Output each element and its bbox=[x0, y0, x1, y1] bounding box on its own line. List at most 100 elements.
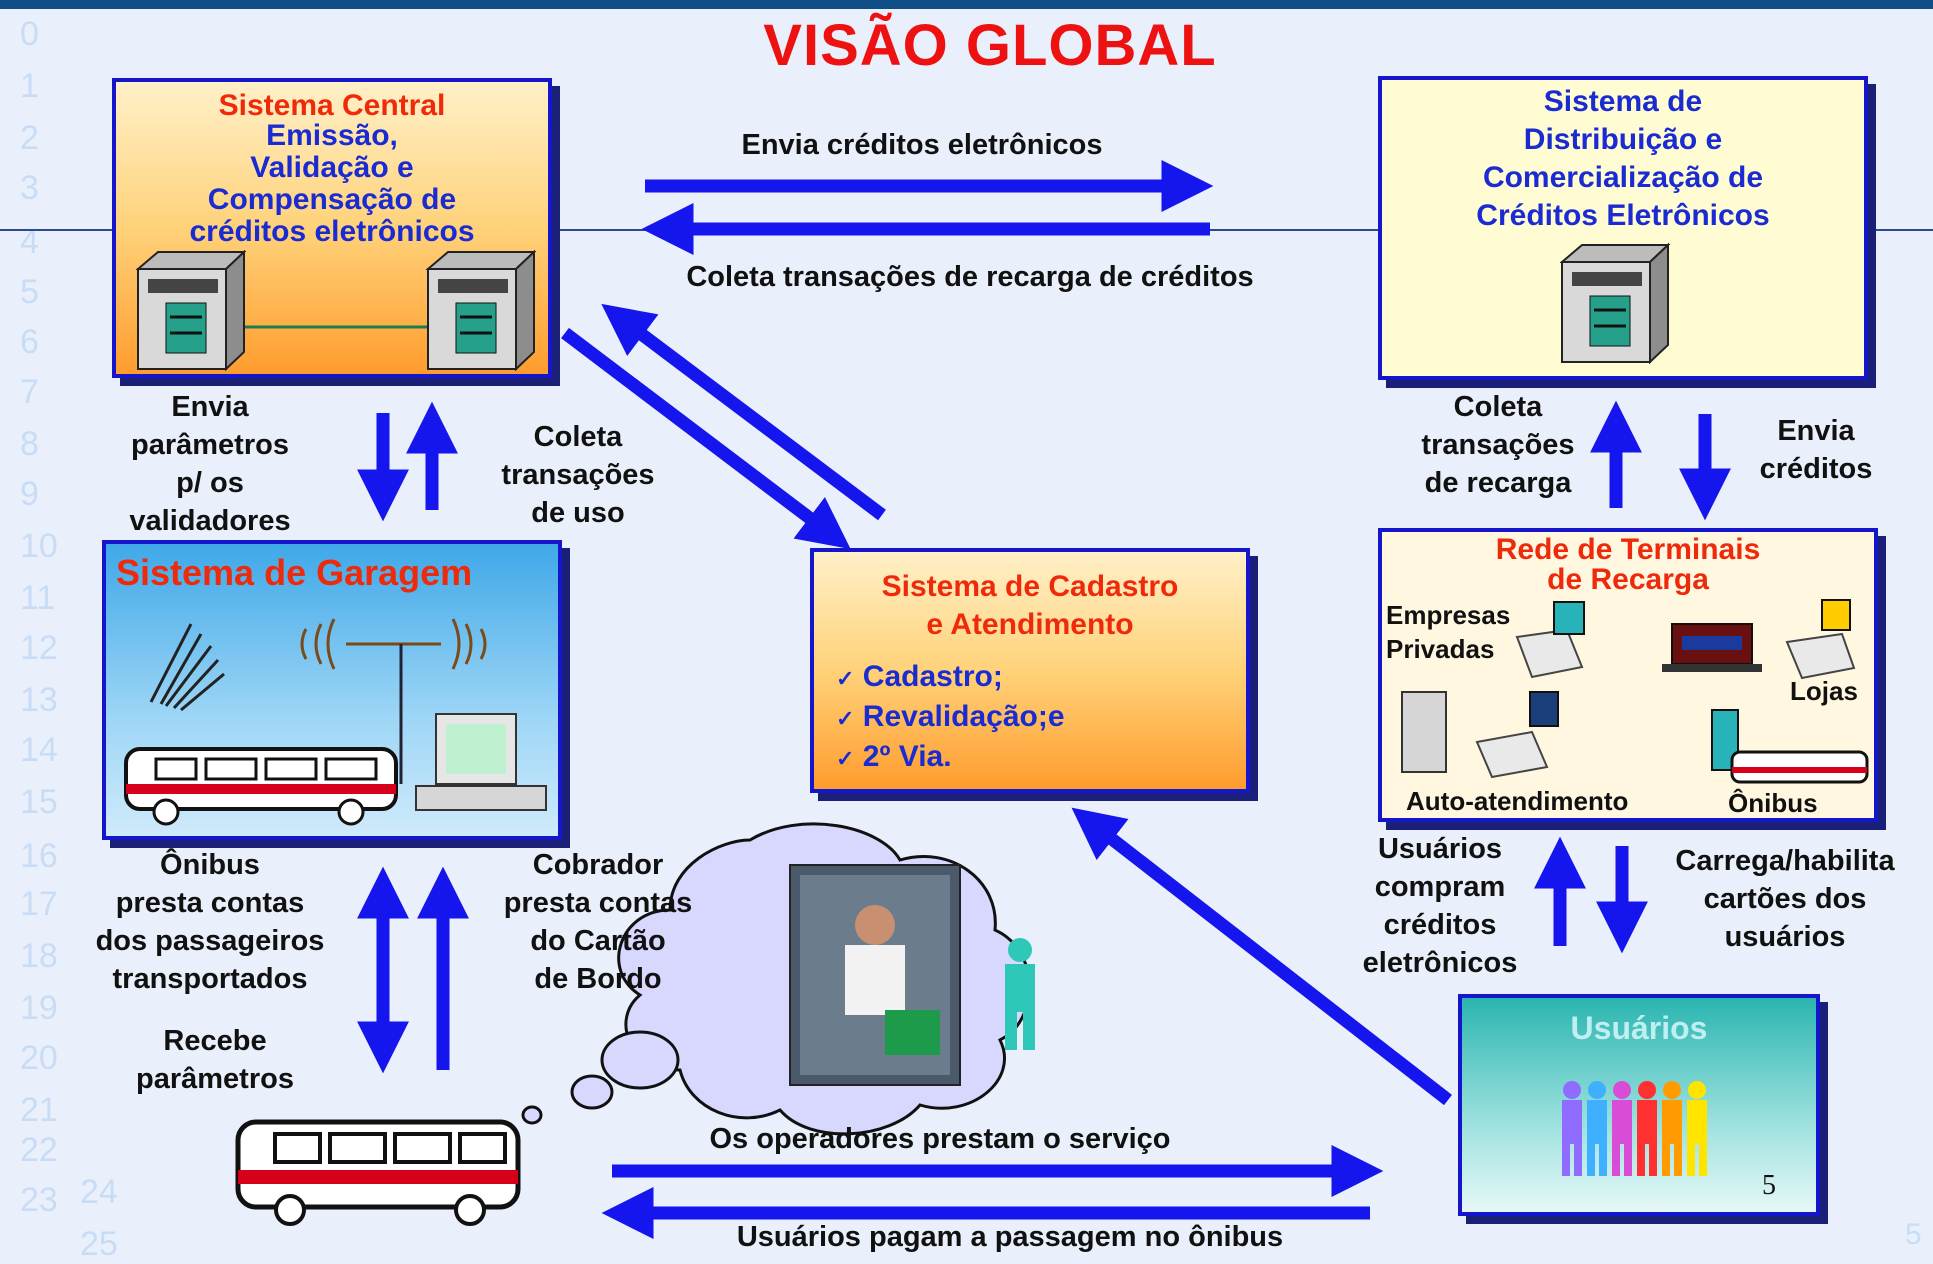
check-icon: ✓ bbox=[836, 706, 855, 731]
line-number: 22 bbox=[20, 1131, 58, 1169]
person-icon bbox=[1005, 938, 1035, 1050]
ticket-machine-icon bbox=[1662, 623, 1762, 672]
check-icon: ✓ bbox=[836, 666, 855, 691]
cadastro-checklist: ✓ Cadastro; ✓ Revalidação;e ✓ 2º Via. bbox=[836, 658, 1065, 778]
line-number: 8 bbox=[20, 425, 39, 463]
garage-system-box: Sistema de Garagem bbox=[102, 540, 562, 840]
line-number: 12 bbox=[20, 629, 58, 667]
label-usuarios-compram: Usuários compram créditos eletrônicos bbox=[1362, 833, 1518, 979]
label-usuarios-pagam: Usuários pagam a passagem no ônibus bbox=[736, 1221, 1284, 1253]
terminals-illustration bbox=[1401, 599, 1869, 784]
label-empresas: Empresas bbox=[1386, 600, 1511, 630]
label-operadores-prestam: Os operadores prestam o serviço bbox=[709, 1123, 1171, 1155]
person-icon bbox=[1662, 1081, 1682, 1176]
line-number: 2 bbox=[20, 119, 39, 157]
label-coleta-uso: Coleta transações de uso bbox=[501, 421, 655, 529]
line-number: 6 bbox=[20, 323, 39, 361]
label-carrega-habilita: Carrega/habilita cartões dos usuários bbox=[1675, 845, 1895, 953]
garage-title: Sistema de Garagem bbox=[116, 552, 473, 593]
card-terminal-icon bbox=[1475, 691, 1559, 779]
label-coleta-recarga-creditos: Coleta transações de recarga de créditos bbox=[686, 261, 1254, 293]
line-number: 11 bbox=[20, 579, 56, 617]
server-icon bbox=[136, 249, 247, 372]
label-cobrador-presta: Cobrador presta contas do Cartão de Bord… bbox=[503, 849, 693, 995]
cadastro-system-box: Sistema de Cadastro e Atendimento ✓ Cada… bbox=[810, 548, 1250, 793]
cadastro-title-line-1: Sistema de Cadastro bbox=[881, 570, 1179, 603]
bus-icon bbox=[1730, 750, 1869, 784]
line-number: 20 bbox=[20, 1039, 58, 1077]
label-auto-atendimento: Auto-atendimento bbox=[1406, 786, 1629, 816]
central-title-line-4: créditos eletrônicos bbox=[189, 215, 475, 248]
arrow-users-to-cadastro bbox=[1071, 807, 1452, 1106]
line-number: 0 bbox=[20, 15, 39, 53]
line-number: 15 bbox=[20, 783, 58, 821]
central-title-line-3: Compensação de bbox=[207, 183, 457, 216]
line-number: 4 bbox=[20, 223, 39, 261]
label-lojas: Lojas bbox=[1790, 676, 1858, 706]
central-title-line-1: Emissão, bbox=[266, 119, 398, 152]
users-box: Usuários 5 bbox=[1458, 994, 1820, 1216]
computer-tower-icon bbox=[1401, 691, 1447, 773]
signal-cone-icon bbox=[149, 623, 225, 712]
line-number: 19 bbox=[20, 989, 58, 1027]
central-title-line-2: Validação e bbox=[250, 151, 414, 184]
distribution-title-line-3: Comercialização de bbox=[1482, 161, 1764, 194]
people-group-icon bbox=[1562, 1081, 1707, 1176]
check-icon: ✓ bbox=[836, 746, 855, 771]
label-recebe-parametros: Recebe parâmetros bbox=[136, 1025, 294, 1095]
corner-page-number: 5 bbox=[1905, 1218, 1922, 1251]
line-number: 5 bbox=[20, 273, 39, 311]
person-icon bbox=[1562, 1081, 1582, 1176]
users-title: Usuários bbox=[1570, 1010, 1708, 1046]
garage-illustration bbox=[124, 618, 547, 826]
arrow-cadastro-to-central bbox=[601, 303, 886, 521]
person-icon bbox=[1587, 1081, 1607, 1176]
line-number: 7 bbox=[20, 373, 39, 411]
distribution-title-line-2: Distribuição e bbox=[1523, 123, 1723, 156]
line-number: 1 bbox=[20, 67, 39, 105]
server-icon bbox=[425, 249, 536, 372]
arrow-central-to-cadastro bbox=[561, 327, 851, 550]
recharge-terminals-box: Rede de Terminais de Recarga Empresas Pr… bbox=[1378, 528, 1878, 822]
distribution-title-line-1: Sistema de bbox=[1543, 85, 1703, 118]
collector-photo bbox=[789, 864, 961, 1086]
checklist-item: ✓ Revalidação;e bbox=[836, 700, 1065, 733]
line-number: 16 bbox=[20, 837, 58, 875]
label-envia-parametros: Envia parâmetros p/ os validadores bbox=[129, 391, 291, 537]
line-number: 9 bbox=[20, 475, 39, 513]
checklist-item: ✓ 2º Via. bbox=[836, 740, 952, 773]
top-bar bbox=[0, 0, 1933, 9]
card-terminal-icon bbox=[1785, 599, 1856, 680]
checklist-item: ✓ Cadastro; bbox=[836, 660, 1003, 693]
person-icon bbox=[1637, 1081, 1657, 1176]
server-pair-icon bbox=[136, 249, 536, 372]
computer-icon bbox=[415, 713, 547, 811]
terminals-title-line-2: de Recarga bbox=[1547, 563, 1709, 596]
line-number: 24 bbox=[80, 1173, 118, 1211]
central-system-box: Sistema Central Emissão, Validação e Com… bbox=[112, 78, 552, 378]
line-number: 3 bbox=[20, 169, 39, 207]
central-title-red: Sistema Central bbox=[218, 89, 446, 122]
line-number: 14 bbox=[20, 731, 58, 769]
thought-cloud bbox=[521, 822, 1035, 1136]
card-terminal-icon bbox=[1515, 601, 1585, 679]
cadastro-title-line-2: e Atendimento bbox=[926, 608, 1134, 641]
page-title: VISÃO GLOBAL bbox=[763, 13, 1217, 78]
label-envia-creditos: Envia créditos bbox=[1759, 415, 1873, 485]
line-number: 17 bbox=[20, 885, 58, 923]
line-number: 13 bbox=[20, 681, 58, 719]
bus-icon bbox=[124, 747, 398, 826]
line-number: 10 bbox=[20, 527, 58, 565]
label-onibus-presta: Ônibus presta contas dos passageiros tra… bbox=[95, 849, 325, 995]
server-icon bbox=[1560, 242, 1671, 365]
antenna-icon bbox=[300, 618, 487, 784]
line-number: 21 bbox=[20, 1091, 58, 1129]
label-envia-creditos-eletronicos: Envia créditos eletrônicos bbox=[741, 129, 1103, 161]
distribution-system-box: Sistema de Distribuição e Comercializaçã… bbox=[1378, 76, 1868, 380]
label-coleta-recarga: Coleta transações de recarga bbox=[1421, 391, 1575, 499]
person-icon bbox=[1687, 1081, 1707, 1176]
terminals-title-line-1: Rede de Terminais bbox=[1495, 533, 1761, 566]
bus-icon bbox=[235, 1119, 521, 1226]
line-number: 18 bbox=[20, 937, 58, 975]
